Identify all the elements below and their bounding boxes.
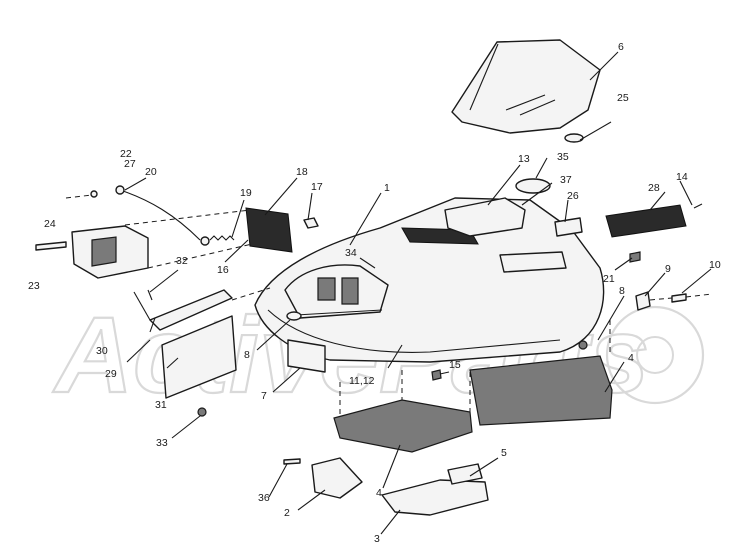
screw-axis-line — [649, 297, 673, 301]
callout-32: 32 — [176, 255, 188, 267]
alignment-lines — [124, 209, 611, 418]
spring-retainer-part — [200, 236, 210, 246]
callout-11-12: 11,12 — [349, 375, 375, 387]
mount-plate-part — [161, 315, 237, 399]
foam-pad-right-part — [469, 355, 613, 426]
trim-strip-part — [287, 339, 326, 373]
callout-35: 35 — [557, 151, 569, 163]
callout-18: 18 — [296, 166, 308, 178]
vent-grille-part — [605, 203, 703, 238]
callout-28: 28 — [648, 182, 660, 194]
callout-3: 3 — [374, 533, 380, 545]
callout-36: 36 — [258, 492, 270, 504]
gauge-part — [515, 178, 551, 194]
callout-9: 9 — [665, 263, 671, 275]
callout-7: 7 — [261, 390, 267, 402]
rail-stud-part — [147, 289, 153, 301]
spring-part — [209, 235, 235, 241]
headlight-housing-part — [71, 225, 149, 279]
callout-20: 20 — [145, 166, 157, 178]
nut-part — [303, 217, 319, 229]
callout-8-right: 8 — [619, 285, 625, 297]
windshield-part — [451, 39, 601, 134]
callout-34: 34 — [345, 247, 357, 259]
callout-23: 23 — [28, 280, 40, 292]
callout-29: 29 — [105, 368, 117, 380]
rail-screw-part — [133, 291, 151, 321]
housing-screw-part — [35, 241, 67, 251]
clip-part — [629, 251, 641, 263]
callout-17: 17 — [311, 181, 323, 193]
screw-part — [671, 293, 687, 303]
screw-axis-line-2 — [685, 293, 713, 298]
plate-fastener-part — [197, 407, 207, 417]
fastener-left-part — [286, 311, 302, 321]
cable-axis-line — [65, 194, 93, 199]
callout-13: 13 — [518, 153, 530, 165]
duct-plate-part — [447, 463, 483, 485]
headlight-bracket-part — [245, 207, 293, 253]
callout-37: 37 — [560, 174, 572, 186]
grommet-part — [564, 133, 584, 143]
callout-21: 21 — [603, 273, 615, 285]
callout-26: 26 — [567, 190, 579, 202]
callout-22: 22 — [120, 148, 132, 160]
callout-19: 19 — [240, 187, 252, 199]
fastener-part — [578, 340, 588, 350]
callout-2: 2 — [284, 507, 290, 519]
callout-30: 30 — [96, 345, 108, 357]
callout-labels: 1 2 3 4 4 5 6 7 8 8 9 10 11,12 13 14 15 … — [28, 41, 721, 545]
callout-31: 31 — [155, 399, 167, 411]
callout-8-left: 8 — [244, 349, 250, 361]
bolt-part — [283, 458, 301, 465]
washer-part — [90, 190, 98, 198]
cable-part — [119, 189, 201, 241]
cable-end-part — [115, 185, 125, 195]
retainer-part — [431, 369, 442, 381]
leader-lines — [124, 51, 712, 535]
console-part — [444, 197, 526, 237]
callout-14: 14 — [676, 171, 688, 183]
callout-4-right: 4 — [628, 352, 634, 364]
decal-part — [554, 217, 583, 237]
mount-bracket-part — [311, 457, 363, 499]
bracket-part — [635, 291, 651, 311]
callout-15: 15 — [449, 359, 461, 371]
callout-33: 33 — [156, 437, 168, 449]
callout-1: 1 — [384, 182, 390, 194]
support-rail-part — [149, 289, 233, 331]
callout-10: 10 — [709, 259, 721, 271]
callout-5: 5 — [501, 447, 507, 459]
callout-6: 6 — [618, 41, 624, 53]
callout-27: 27 — [124, 158, 136, 170]
callout-16: 16 — [217, 264, 229, 276]
callout-4-bottom: 4 — [376, 487, 382, 499]
callout-24: 24 — [44, 218, 56, 230]
callout-25: 25 — [617, 92, 629, 104]
air-duct-part — [381, 479, 489, 516]
hood-part — [254, 197, 605, 363]
